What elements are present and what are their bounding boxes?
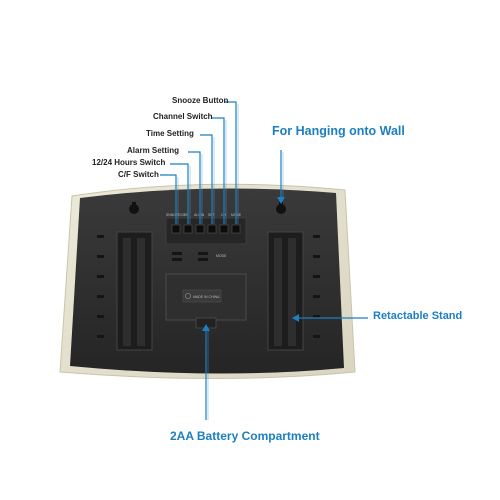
label-battery: 2AA Battery Compartment — [170, 429, 320, 443]
retractable-stand-right — [267, 231, 304, 351]
mid-slots — [172, 252, 208, 261]
label-snooze-button: Snooze Button — [172, 96, 229, 105]
vent-slots-left — [97, 235, 104, 338]
stand-arrow — [292, 314, 299, 322]
battery-print: MADE IN CHINA — [193, 295, 220, 299]
hanging-hole-left — [129, 202, 139, 214]
retractable-stand-left — [116, 231, 153, 351]
battery-label-plate — [182, 289, 222, 303]
callout-lines — [160, 101, 368, 420]
alarm-on-button[interactable] — [195, 224, 205, 234]
label-cf-switch: C/F Switch — [118, 170, 159, 179]
label-channel-switch: Channel Switch — [153, 112, 213, 121]
label-stand: Retactable Stand — [373, 310, 463, 322]
label-time-setting: Time Setting — [146, 129, 194, 138]
channel-button[interactable] — [219, 224, 229, 234]
up-button[interactable] — [183, 224, 193, 234]
snooze-cf-button[interactable] — [171, 224, 181, 234]
button-row — [171, 224, 241, 234]
vent-slots-right — [313, 235, 320, 338]
label-alarm-setting: Alarm Setting — [127, 146, 180, 155]
print-up: UP — [184, 213, 189, 217]
label-hanging: For Hanging onto Wall — [272, 124, 405, 138]
print-alon: AL/ON — [194, 213, 205, 217]
callout-line-shadows — [177, 104, 284, 420]
hanging-arrow — [277, 197, 285, 204]
hanging-hole-right — [276, 202, 286, 214]
print-mode-tag: MODE — [216, 254, 227, 258]
label-hours-switch: 12/24 Hours Switch — [92, 158, 166, 167]
set-button[interactable] — [207, 224, 217, 234]
battery-arrow — [202, 324, 210, 331]
print-set: SET — [208, 213, 215, 217]
mode-button[interactable] — [231, 224, 241, 234]
